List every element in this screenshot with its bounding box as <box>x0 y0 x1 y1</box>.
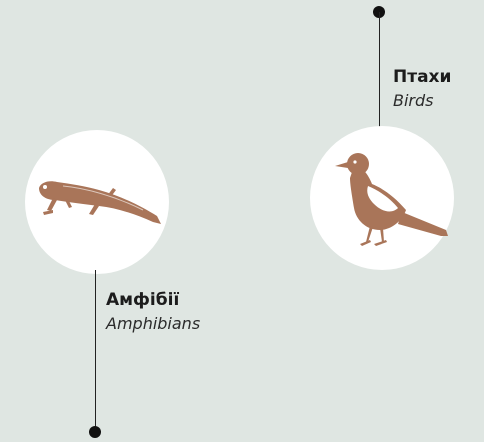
birds-title: Птахи <box>393 66 451 88</box>
amphibians-subtitle: Amphibians <box>106 311 200 337</box>
birds-subtitle: Birds <box>393 88 451 114</box>
amphibians-endpoint-dot <box>89 426 101 438</box>
birds-connector-line <box>379 12 380 132</box>
birds-circle <box>310 126 454 270</box>
amphibians-circle <box>25 130 169 274</box>
amphibians-connector-line <box>95 270 96 430</box>
birds-label: Птахи Birds <box>393 66 451 114</box>
newt-icon <box>25 130 169 274</box>
amphibians-title: Амфібії <box>106 289 200 311</box>
magpie-icon <box>310 126 454 270</box>
amphibians-label: Амфібії Amphibians <box>106 289 200 337</box>
